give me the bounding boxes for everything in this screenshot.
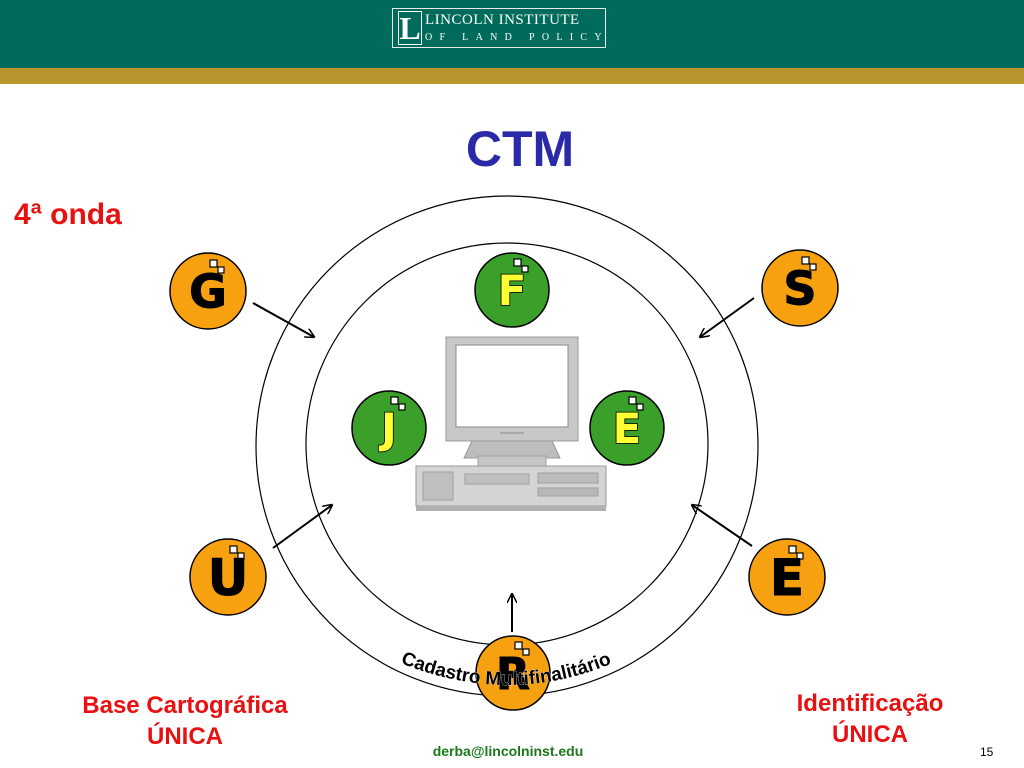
badge-decor-square xyxy=(809,263,817,271)
badge-decor-square xyxy=(237,552,245,560)
caption-left-line-1: Base Cartográfica xyxy=(82,692,288,719)
badge-decor-square xyxy=(801,256,810,265)
footer-email: derba@lincolninst.edu xyxy=(432,743,584,759)
badge-decor-square xyxy=(390,396,399,405)
badge-letter: U xyxy=(208,549,249,607)
badge-circle xyxy=(169,252,247,330)
lincoln-institute-logo: L LINCOLN INSTITUTE OF LAND POLICY xyxy=(392,8,606,48)
logo-letter: L xyxy=(398,10,422,46)
badge-circle xyxy=(475,635,551,711)
badge-u-5: U xyxy=(189,538,267,616)
badge-circle xyxy=(761,249,839,327)
slide-title: CTM xyxy=(465,121,575,177)
badge-letter: J xyxy=(378,404,397,453)
badge-circle xyxy=(189,538,267,616)
badge-letter: E xyxy=(770,549,804,607)
badge-decor-square xyxy=(209,259,218,268)
badge-j-3: J xyxy=(351,390,427,466)
badge-decor-square xyxy=(514,641,523,650)
arrow-e-to-center xyxy=(692,505,753,547)
badge-decor-square xyxy=(398,403,406,411)
badge-e-4: E xyxy=(589,390,665,466)
badge-s-1: S xyxy=(761,249,839,327)
badge-circle xyxy=(748,538,826,616)
caption-left-line-2: ÚNICA xyxy=(147,723,223,750)
caption-right-line-2: ÚNICA xyxy=(832,721,908,748)
badge-e-6: E xyxy=(748,538,826,616)
logo-line-1: LINCOLN INSTITUTE xyxy=(425,12,580,28)
badge-decor-square xyxy=(796,552,804,560)
badge-decor-square xyxy=(636,403,644,411)
badge-letter: S xyxy=(783,262,816,316)
badge-circle xyxy=(351,390,427,466)
arrow-s-to-center xyxy=(700,297,755,337)
badge-decor-square xyxy=(521,265,529,273)
page-number: 15 xyxy=(980,745,994,759)
badge-decor-square xyxy=(229,545,238,554)
badge-f-2: F xyxy=(474,252,550,328)
badge-letter: R xyxy=(496,649,530,700)
computer-icon xyxy=(415,336,607,511)
badge-r-7: R xyxy=(475,635,551,711)
logo-line-2: OF LAND POLICY xyxy=(425,32,609,43)
caption-identificacao: Identificação ÚNICA xyxy=(750,688,990,750)
badge-circle xyxy=(589,390,665,466)
badge-decor-square xyxy=(217,266,225,274)
badge-letter: F xyxy=(498,266,527,315)
badge-letter: G xyxy=(189,265,227,319)
badge-letter: E xyxy=(613,404,642,453)
badge-decor-square xyxy=(522,648,530,656)
wave-label: 4ª onda xyxy=(14,198,122,231)
badge-decor-square xyxy=(513,258,522,267)
badge-g-0: G xyxy=(169,252,247,330)
caption-right-line-1: Identificação xyxy=(796,690,944,717)
badge-decor-square xyxy=(628,396,637,405)
header-bar xyxy=(0,0,1024,68)
badge-decor-square xyxy=(788,545,797,554)
badge-circle xyxy=(474,252,550,328)
caption-base-cartografica: Base Cartográfica ÚNICA xyxy=(40,690,330,752)
arrow-g-to-center xyxy=(252,302,314,337)
arrow-u-to-center xyxy=(272,505,332,549)
header-accent-stripe xyxy=(0,68,1024,84)
